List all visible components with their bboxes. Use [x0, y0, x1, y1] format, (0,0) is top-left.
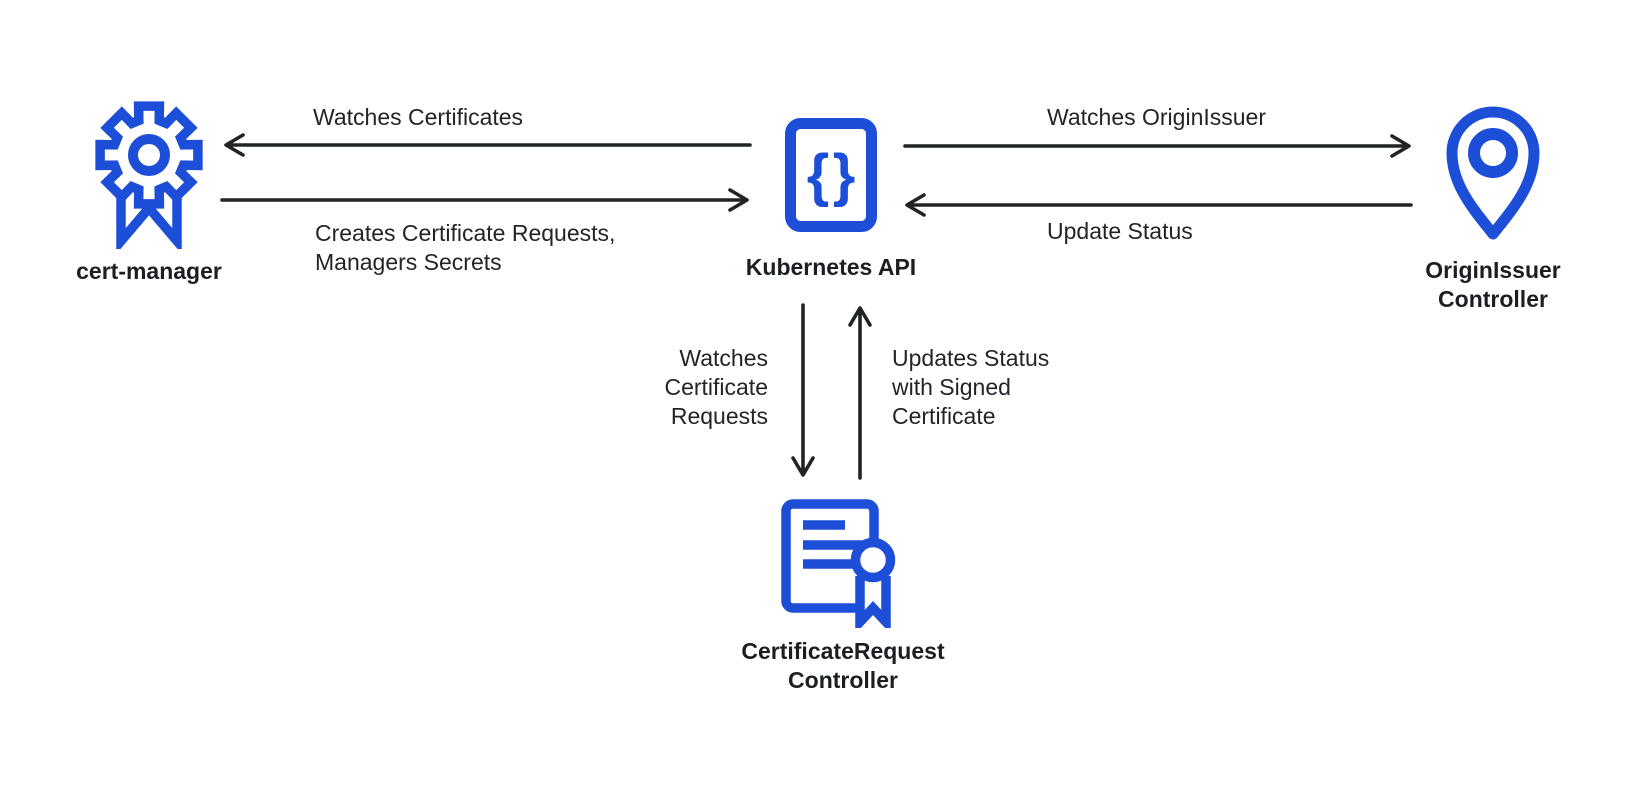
node-label-kubernetes-api: Kubernetes API	[745, 254, 917, 280]
pin-center-ring	[1468, 128, 1518, 178]
api-braces-icon: { }	[785, 118, 877, 232]
arrow-watches-originissuer	[903, 134, 1411, 158]
node-label-certificaterequest-controller: CertificateRequest Controller	[741, 638, 945, 693]
api-brace-close: }	[833, 143, 856, 208]
arrow-update-status	[905, 193, 1413, 217]
api-panel	[785, 118, 877, 232]
edge-label-creates-certificate-requests: Creates Certificate Requests, Managers S…	[315, 220, 616, 275]
node-label-originissuer-controller: OriginIssuer Controller	[1425, 257, 1561, 312]
seal-circle	[850, 537, 896, 583]
location-pin-icon	[1446, 106, 1540, 240]
arrow-watches-certificates	[224, 133, 752, 157]
certificate-document-icon	[781, 499, 896, 628]
document-text-lines	[803, 520, 862, 569]
edge-label-watches-certificate-requests: Watches Certificate Requests	[664, 345, 768, 429]
edge-label-updates-status-with-signed-certificate: Updates Status with Signed Certificate	[892, 345, 1050, 429]
api-brace-open: {	[807, 143, 830, 208]
arrow-watches-certificate-requests	[791, 303, 815, 477]
certificate-badge-icon	[95, 101, 203, 249]
edge-label-watches-certificates: Watches Certificates	[313, 104, 524, 130]
edge-label-watches-originissuer: Watches OriginIssuer	[1047, 104, 1266, 130]
badge-gear-hub	[128, 134, 170, 176]
seal-ribbon	[855, 576, 891, 628]
arrow-updates-status-with-signed-certificate	[848, 306, 872, 480]
arrow-creates-certificate-requests	[220, 188, 749, 212]
edge-label-update-status: Update Status	[1047, 218, 1193, 244]
node-label-cert-manager: cert-manager	[76, 258, 222, 284]
